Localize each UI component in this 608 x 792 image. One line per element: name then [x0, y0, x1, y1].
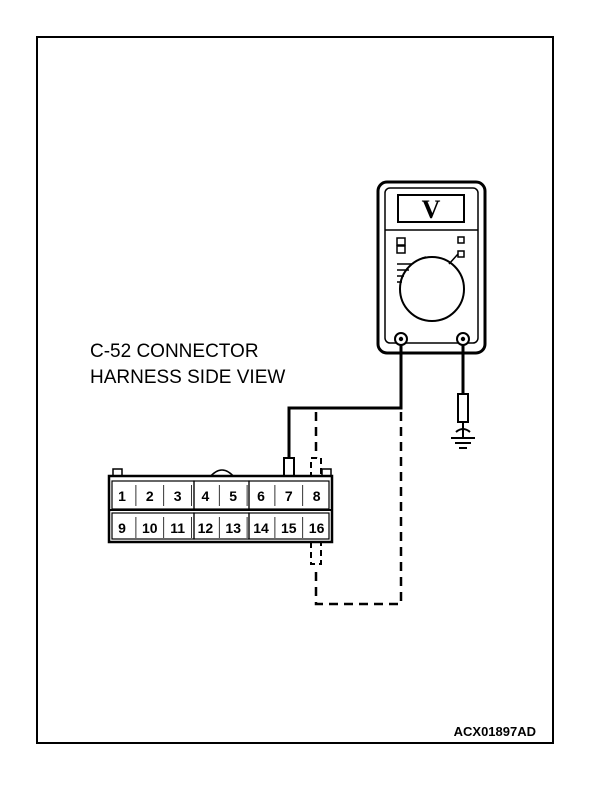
- connector-pin-10: 10: [142, 520, 158, 536]
- meter-display-unit: V: [422, 195, 441, 224]
- test-probe-icon: [310, 539, 322, 565]
- connector-pin-4: 4: [202, 488, 210, 504]
- ground-symbol-icon: [451, 430, 475, 449]
- connector-pin-2: 2: [146, 488, 154, 504]
- connector-pin-9: 9: [118, 520, 126, 536]
- voltmeter-icon: V: [376, 180, 487, 355]
- connector-pin-15: 15: [281, 520, 297, 536]
- test-probe-icon: [457, 393, 469, 423]
- connector-view-label: HARNESS SIDE VIEW: [90, 367, 285, 388]
- meter-range-dial: [399, 256, 465, 322]
- connector-pin-7: 7: [285, 488, 293, 504]
- diagram-frame: [36, 36, 554, 744]
- connector-pin-11: 11: [170, 520, 185, 536]
- connector-pin-1: 1: [118, 488, 126, 504]
- figure-code-label: ACX01897AD: [454, 724, 536, 739]
- positive-test-lead: [287, 345, 403, 462]
- connector-pin-6: 6: [257, 488, 265, 504]
- connector-pin-5: 5: [229, 488, 237, 504]
- connector-pin-16: 16: [309, 520, 325, 536]
- ground-lead: [451, 345, 475, 449]
- meter-display: [397, 194, 465, 223]
- connector-pin-13: 13: [225, 520, 241, 536]
- alternate-test-lead: [314, 412, 403, 606]
- connector-pin-8: 8: [313, 488, 321, 504]
- connector-name-label: C-52 CONNECTOR: [90, 341, 259, 362]
- connector-pin-14: 14: [253, 520, 269, 536]
- connector-pin-3: 3: [174, 488, 182, 504]
- connector-pin-12: 12: [198, 520, 214, 536]
